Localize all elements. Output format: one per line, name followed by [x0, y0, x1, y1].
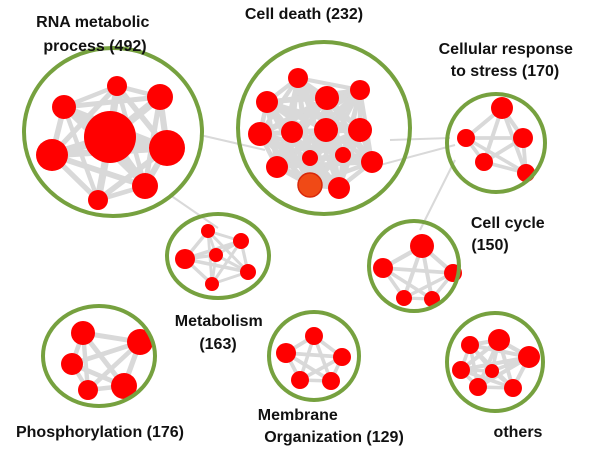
cluster-rna — [22, 46, 204, 218]
gene-node — [78, 380, 98, 400]
gene-node — [491, 97, 513, 119]
gene-node — [424, 291, 440, 307]
inter-cluster-edge — [389, 137, 451, 141]
gene-node — [335, 147, 351, 163]
cluster-ring — [165, 212, 271, 300]
gene-node — [457, 129, 475, 147]
cluster-others — [445, 311, 545, 413]
gene-node — [127, 329, 153, 355]
network-edge — [61, 94, 163, 110]
cluster-label-cell-cycle: Cell cycle (150) — [471, 215, 549, 254]
network-edge — [206, 229, 250, 274]
gene-node — [350, 80, 370, 100]
network-edge — [402, 271, 455, 300]
gene-node — [36, 139, 68, 171]
network-edge — [183, 257, 250, 274]
cluster-phospho — [41, 304, 157, 408]
cluster-label-others: others — [494, 424, 543, 441]
gene-node — [328, 177, 350, 199]
network-edge — [49, 152, 148, 189]
gene-node — [297, 172, 323, 198]
cluster-ring — [267, 310, 361, 402]
gene-node — [288, 68, 308, 88]
gene-node — [488, 329, 510, 351]
gene-node — [302, 150, 318, 166]
network-edge — [210, 239, 243, 286]
inter-cluster-edge — [379, 144, 456, 166]
gene-node — [175, 249, 195, 269]
gene-node — [452, 361, 470, 379]
network-edge — [257, 95, 330, 137]
gene-node — [84, 111, 136, 163]
cluster-label-rna: RNA metabolic process (492) — [36, 14, 154, 55]
gene-node — [281, 121, 303, 143]
network-edge — [257, 127, 363, 137]
gene-node — [240, 264, 256, 280]
cluster-metabolism — [165, 212, 271, 300]
gene-node — [248, 122, 272, 146]
gene-node — [461, 336, 479, 354]
cluster-label-cell-death: Cell death (232) — [245, 6, 363, 23]
network-edge — [381, 266, 455, 275]
gene-node — [485, 364, 499, 378]
cluster-label-metabolism: Metabolism (163) — [175, 313, 267, 353]
cluster-label-phosphorylation: Phosphorylation (176) — [16, 424, 184, 441]
gene-node — [71, 321, 95, 345]
cluster-label-membrane-organization: Membrane Organization (129) — [258, 407, 404, 446]
cluster-ring — [41, 304, 157, 408]
gene-node — [205, 277, 219, 291]
gene-node — [276, 343, 296, 363]
gene-node — [373, 258, 393, 278]
gene-node — [61, 353, 83, 375]
inter-cluster-edge — [419, 159, 456, 231]
cluster-ring — [445, 92, 547, 194]
inter-cluster-edge — [199, 134, 266, 151]
inter-cluster-edges — [169, 134, 456, 231]
gene-node — [513, 128, 533, 148]
gene-node — [348, 118, 372, 142]
gene-node — [147, 84, 173, 110]
cluster-cellcycle — [367, 219, 462, 313]
gene-node — [52, 95, 76, 119]
gene-node — [396, 290, 412, 306]
gene-node — [256, 91, 278, 113]
cluster-ring — [367, 219, 461, 313]
cluster-membrane — [267, 310, 361, 402]
gene-node — [504, 379, 522, 397]
cluster-celldeath — [236, 40, 412, 216]
gene-node — [361, 151, 383, 173]
gene-node — [410, 234, 434, 258]
gene-node — [107, 76, 127, 96]
cluster-ring — [445, 311, 545, 413]
cluster-labels: RNA metabolic process (492) Cell death (… — [16, 6, 578, 446]
gene-node — [111, 373, 137, 399]
clusters-layer — [22, 40, 547, 413]
gene-node — [322, 372, 340, 390]
gene-node — [291, 371, 309, 389]
gene-node — [475, 153, 493, 171]
gene-node — [88, 190, 108, 210]
gene-node — [315, 86, 339, 110]
gene-node — [209, 248, 223, 262]
gene-node — [314, 118, 338, 142]
gene-node — [469, 378, 487, 396]
gene-node — [266, 156, 288, 178]
gene-node — [149, 130, 185, 166]
gene-node — [132, 173, 158, 199]
network-edge — [459, 355, 531, 372]
cluster-label-cellular-response-to-stress: Cellular response to stress (170) — [439, 41, 578, 80]
cluster-stress — [445, 92, 547, 194]
network-edge — [296, 76, 362, 92]
cluster-ring — [236, 40, 412, 216]
inter-cluster-edge — [169, 194, 219, 229]
gene-node — [333, 348, 351, 366]
gene-node — [305, 327, 323, 345]
gene-node — [233, 233, 249, 249]
cluster-ring — [22, 46, 204, 218]
gene-node — [518, 346, 540, 368]
gene-node — [201, 224, 215, 238]
